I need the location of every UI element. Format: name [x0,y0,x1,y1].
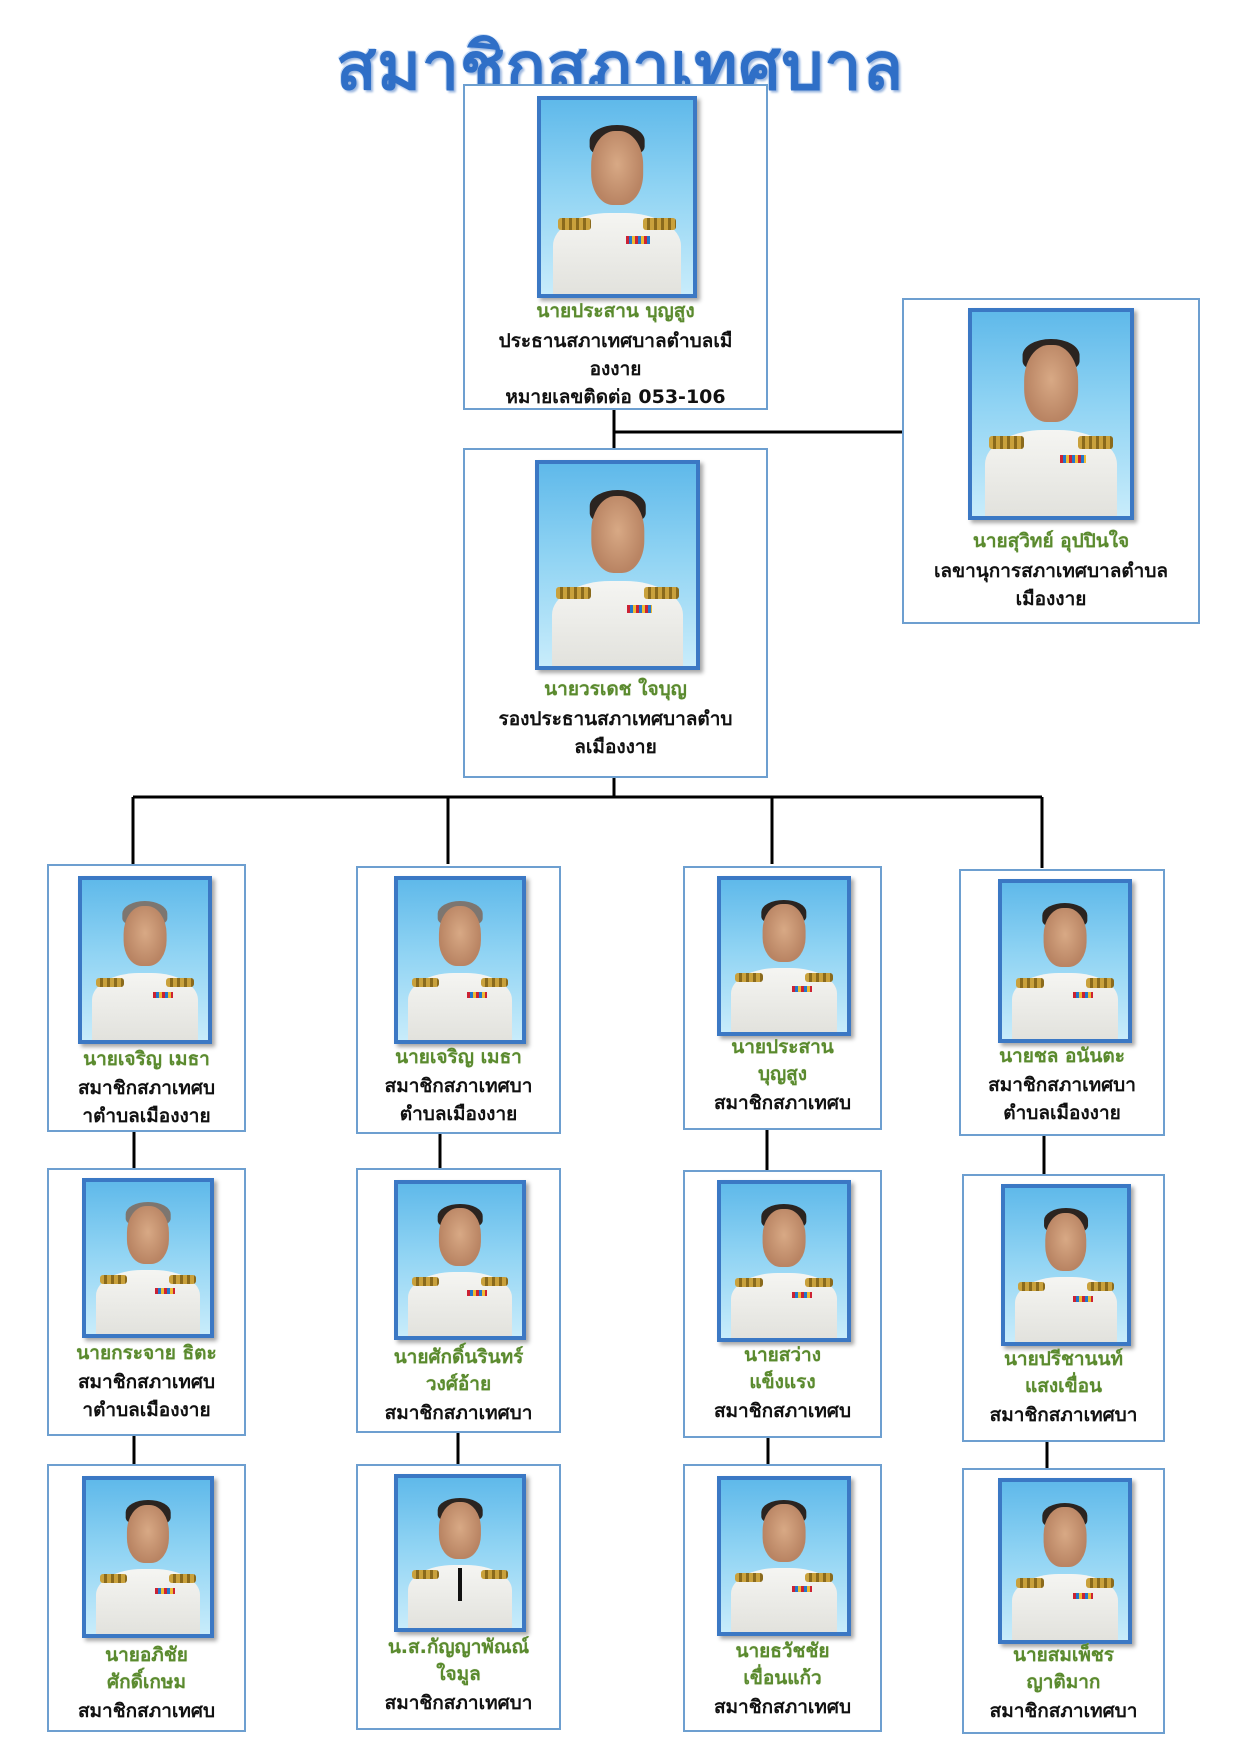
member-card: น.ส.กัญญาพัณณ์ ใจมูล สมาชิกสภาเทศบา [356,1464,561,1730]
secretary-role-line2: เมืองงาย [1015,588,1087,610]
member-card: นายเจริญ เมธา สมาชิกสภาเทศบ าตำบลเมืองงา… [47,864,246,1132]
member-name-line2: ญาติมาก [1026,1671,1101,1693]
member-name-line2: เขื่อนแก้ว [743,1667,822,1689]
member-card: นายธวัชชัย เขื่อนแก้ว สมาชิกสภาเทศบ [683,1464,882,1732]
member-name-line2: แข็งแรง [749,1371,816,1393]
member-photo [82,1476,214,1638]
member-role-line1: สมาชิกสภาเทศบา [384,1075,533,1097]
member-name-line1: นายประสาน [731,1036,834,1058]
member-name: นายกระจาย ธิตะ [76,1342,217,1364]
vice-president-photo [535,460,700,670]
vice-president-card: นายวรเดช ใจบุญ รองประธานสภาเทศบาลตำบ ลเม… [463,448,768,778]
member-photo [82,1178,214,1338]
member-role-line1: สมาชิกสภาเทศบา [988,1074,1136,1096]
member-role-line1: สมาชิกสภาเทศบ [713,1696,852,1718]
member-role-line1: สมาชิกสภาเทศบา [989,1700,1138,1722]
member-card: นายเจริญ เมธา สมาชิกสภาเทศบา ตำบลเมืองงา… [356,866,561,1134]
member-name-line1: นายสว่าง [743,1344,821,1366]
member-name-line1: นายศักดิ์นรินทร์ [393,1346,524,1368]
member-name-line2: ใจมูล [436,1663,481,1685]
member-name-line2: บุญสูง [757,1063,808,1085]
member-photo [394,1474,526,1632]
secretary-role-line1: เลขานุการสภาเทศบาลตำบล [933,560,1169,582]
member-role-line1: สมาชิกสภาเทศบา [384,1692,533,1714]
member-photo [717,1476,851,1636]
member-role-line2: าตำบลเมืองงาย [82,1105,211,1127]
member-card: นายสว่าง แข็งแรง สมาชิกสภาเทศบ [683,1170,882,1438]
member-name-line1: นายสมเพ็ชร [1012,1644,1115,1666]
member-role-line1: สมาชิกสภาเทศบ [713,1400,852,1422]
vice-president-role-line2: ลเมืองงาย [574,736,657,758]
member-role-line1: สมาชิกสภาเทศบา [384,1402,533,1424]
member-role-line1: สมาชิกสภาเทศบา [989,1404,1138,1426]
member-name-line2: ศักดิ์เกษม [107,1671,186,1693]
member-name-line1: นายปรีชานนท์ [1003,1348,1124,1370]
member-card: นายชล อนันตะ สมาชิกสภาเทศบา ตำบลเมืองงาย [959,869,1165,1136]
member-name-line1: นายธวัชชัย [735,1640,830,1662]
member-role-line1: สมาชิกสภาเทศบ [713,1092,852,1114]
member-photo [394,876,526,1044]
president-contact: หมายเลขติดต่อ 053-106 [505,386,726,408]
member-card: นายอภิชัย ศักดิ์เกษม สมาชิกสภาเทศบ [47,1464,246,1732]
member-photo [78,876,212,1044]
member-photo [717,876,851,1036]
member-role-line2: ตำบลเมืองงาย [1003,1102,1121,1124]
member-card: นายศักดิ์นรินทร์ วงศ์อ้าย สมาชิกสภาเทศบา [356,1168,561,1433]
vice-president-role-line1: รองประธานสภาเทศบาลตำบ [498,708,733,730]
member-card: นายปรีชานนท์ แสงเขื่อน สมาชิกสภาเทศบา [962,1174,1165,1442]
member-role-line2: ตำบลเมืองงาย [399,1103,518,1125]
member-card: นายสมเพ็ชร ญาติมาก สมาชิกสภาเทศบา [962,1468,1165,1734]
president-photo [537,96,697,298]
secretary-name: นายสุวิทย์ อุปปินใจ [972,530,1130,552]
member-photo [1001,1184,1131,1346]
president-role-line2: องงาย [589,358,642,380]
president-role-line1: ประธานสภาเทศบาลตำบลเมื [498,330,733,352]
member-role-line1: สมาชิกสภาเทศบ [77,1371,216,1393]
secretary-photo [968,308,1134,520]
member-name-line2: แสงเขื่อน [1024,1375,1102,1397]
member-name: นายชล อนันตะ [999,1045,1125,1067]
member-role-line2: าตำบลเมืองงาย [82,1399,211,1421]
member-name-line2: วงศ์อ้าย [425,1373,492,1395]
member-name-line1: น.ส.กัญญาพัณณ์ [387,1636,530,1658]
secretary-card: นายสุวิทย์ อุปปินใจ เลขานุการสภาเทศบาลตำ… [902,298,1200,624]
member-role-line1: สมาชิกสภาเทศบ [77,1700,216,1722]
member-photo [717,1180,851,1342]
member-card: นายกระจาย ธิตะ สมาชิกสภาเทศบ าตำบลเมืองง… [47,1168,246,1436]
member-photo [998,1478,1132,1644]
president-card: นายประสาน บุญสูง ประธานสภาเทศบาลตำบลเมื … [463,84,768,410]
member-name-line1: นายอภิชัย [105,1644,188,1666]
member-role-line1: สมาชิกสภาเทศบ [77,1077,216,1099]
member-photo [998,879,1132,1043]
member-name: นายเจริญ เมธา [395,1046,522,1068]
member-name: นายเจริญ เมธา [83,1048,210,1070]
vice-president-name: นายวรเดช ใจบุญ [544,678,687,700]
president-name: นายประสาน บุญสูง [536,300,695,322]
member-card: นายประสาน บุญสูง สมาชิกสภาเทศบ [683,866,882,1130]
member-photo [394,1180,526,1340]
